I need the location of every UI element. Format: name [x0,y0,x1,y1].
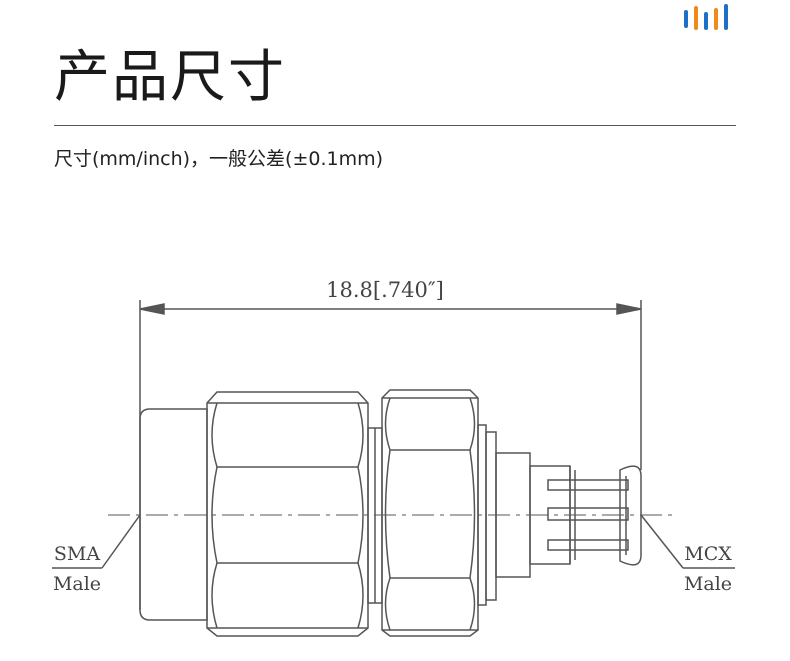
brand-logo-icon [684,4,728,30]
connector-dimension-drawing: 18.8[.740″] SMA Male MCX Male [52,278,735,637]
right-connector-gender: Male [684,573,732,595]
tolerance-note: 尺寸(mm/inch)，一般公差(±0.1mm) [54,148,384,170]
overall-length-dimension: 18.8[.740″] [326,278,444,302]
page-title: 产品尺寸 [54,45,286,110]
left-connector-gender: Male [53,573,101,595]
right-connector-type: MCX [684,543,732,565]
title-divider [54,125,736,126]
left-connector-type: SMA [54,543,100,565]
